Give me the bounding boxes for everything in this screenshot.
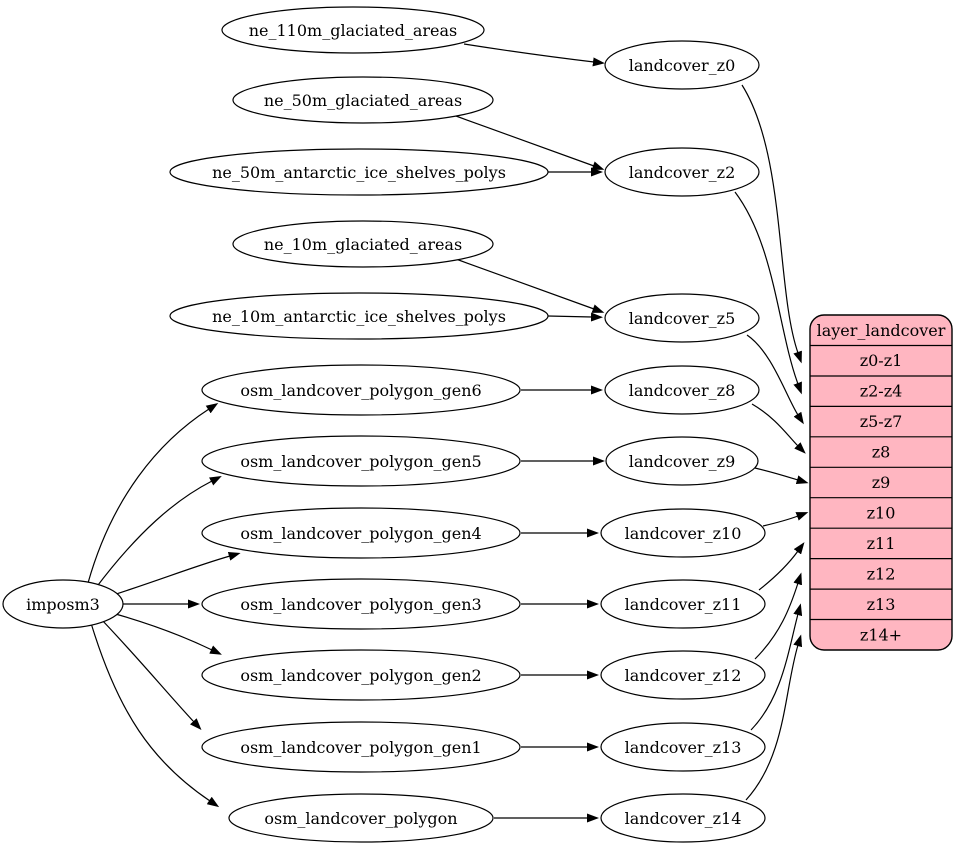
record-field-z13: z13 — [867, 595, 896, 614]
node-label: ne_50m_antarctic_ice_shelves_polys — [212, 163, 506, 182]
edge-z11-to-row-z11 — [758, 542, 805, 591]
node-label: landcover_z13 — [625, 738, 742, 757]
edge-z14-to-row-z14plus — [745, 634, 803, 801]
node-ne-110m-glaciated-areas: ne_110m_glaciated_areas — [221, 6, 485, 54]
node-label: osm_landcover_polygon_gen6 — [240, 381, 481, 400]
edge-ne10m-glaciated-to-z5 — [455, 258, 605, 313]
node-label: osm_landcover_polygon — [264, 809, 457, 828]
node-label: landcover_z5 — [629, 309, 736, 328]
node-label: landcover_z2 — [629, 163, 736, 182]
node-osm-landcover-polygon-gen3: osm_landcover_polygon_gen3 — [201, 578, 521, 630]
node-label: landcover_z10 — [625, 524, 742, 543]
edge-ne50m-glaciated-to-z2 — [455, 115, 605, 170]
node-label: landcover_z9 — [629, 452, 736, 471]
node-label: landcover_z12 — [625, 666, 742, 685]
record-field-z2-z4: z2-z4 — [860, 382, 903, 401]
edge-imposm3-to-gen1 — [100, 618, 202, 731]
node-label: osm_landcover_polygon_gen3 — [240, 595, 481, 614]
node-osm-landcover-polygon-gen1: osm_landcover_polygon_gen1 — [201, 721, 521, 773]
record-field-z10: z10 — [867, 504, 896, 523]
edge-z12-to-row-z12 — [754, 572, 802, 660]
node-ne-50m-glaciated-areas: ne_50m_glaciated_areas — [232, 76, 494, 124]
edge-imposm3-to-gen4 — [109, 551, 241, 597]
edge-z2-to-row-z2-z4 — [734, 191, 802, 395]
node-label: landcover_z0 — [629, 56, 736, 75]
record-field-z11: z11 — [867, 534, 896, 553]
node-osm-landcover-polygon-gen2: osm_landcover_polygon_gen2 — [201, 649, 521, 701]
node-osm-landcover-polygon: osm_landcover_polygon — [228, 793, 494, 843]
edge-z13-to-row-z13 — [750, 603, 803, 731]
node-ne-50m-antarctic-ice-shelves-polys: ne_50m_antarctic_ice_shelves_polys — [169, 148, 549, 196]
record-layer-landcover: layer_landcover z0-z1 z2-z4 z5-z7 z8 z9 … — [809, 314, 953, 651]
edge-imposm3-to-polygon — [90, 622, 220, 808]
node-osm-landcover-polygon-gen5: osm_landcover_polygon_gen5 — [201, 435, 521, 487]
node-landcover-z8: landcover_z8 — [604, 365, 760, 415]
node-landcover-z5: landcover_z5 — [604, 293, 760, 343]
record-field-z8: z8 — [872, 443, 891, 462]
node-landcover-z9: landcover_z9 — [605, 436, 759, 486]
node-landcover-z12: landcover_z12 — [600, 650, 766, 700]
node-osm-landcover-polygon-gen4: osm_landcover_polygon_gen4 — [201, 507, 521, 559]
node-label: osm_landcover_polygon_gen4 — [240, 524, 481, 543]
edge-ne110m-glaciated-to-z0 — [463, 43, 605, 67]
node-landcover-z0: landcover_z0 — [604, 40, 760, 90]
node-label: imposm3 — [26, 595, 100, 614]
record-frame — [809, 314, 953, 651]
node-imposm3: imposm3 — [2, 579, 124, 629]
record-field-z9: z9 — [872, 473, 891, 492]
edge-z5-to-row-z5-z7 — [746, 334, 804, 425]
node-ne-10m-antarctic-ice-shelves-polys: ne_10m_antarctic_ice_shelves_polys — [169, 292, 549, 340]
edge-imposm3-to-gen6 — [87, 403, 219, 584]
record-field-z12: z12 — [867, 565, 896, 584]
node-landcover-z14: landcover_z14 — [600, 793, 766, 843]
record-field-z0-z1: z0-z1 — [860, 351, 903, 370]
node-label: landcover_z11 — [625, 595, 742, 614]
edge-z0-to-row-z0-z1 — [741, 84, 802, 364]
node-landcover-z2: landcover_z2 — [604, 147, 760, 197]
edge-imposm3-to-gen2 — [111, 612, 222, 655]
edge-imposm3-to-gen5 — [94, 475, 222, 590]
edge-z9-to-row-z9 — [754, 467, 809, 485]
node-ne-10m-glaciated-areas: ne_10m_glaciated_areas — [232, 220, 494, 268]
node-label: osm_landcover_polygon_gen5 — [240, 452, 481, 471]
record-field-z14plus: z14+ — [860, 626, 902, 645]
node-label: landcover_z8 — [629, 381, 736, 400]
node-osm-landcover-polygon-gen6: osm_landcover_polygon_gen6 — [201, 364, 521, 416]
node-label: ne_10m_glaciated_areas — [264, 235, 462, 254]
node-label: osm_landcover_polygon_gen2 — [240, 666, 481, 685]
edge-layer — [87, 43, 809, 823]
edge-ne10m-antarctic-to-z5 — [547, 312, 603, 322]
node-landcover-z13: landcover_z13 — [600, 722, 766, 772]
node-landcover-z11: landcover_z11 — [600, 579, 766, 629]
node-label: landcover_z14 — [625, 809, 742, 828]
record-field-z5-z7: z5-z7 — [860, 412, 903, 431]
node-label: ne_110m_glaciated_areas — [249, 21, 458, 40]
node-label: osm_landcover_polygon_gen1 — [240, 738, 481, 757]
edge-z10-to-row-z10 — [762, 512, 809, 527]
node-label: ne_10m_antarctic_ice_shelves_polys — [212, 307, 506, 326]
node-landcover-z10: landcover_z10 — [600, 508, 766, 558]
edge-z8-to-row-z8 — [751, 403, 806, 454]
node-label: ne_50m_glaciated_areas — [264, 91, 462, 110]
record-title: layer_landcover — [817, 321, 946, 340]
